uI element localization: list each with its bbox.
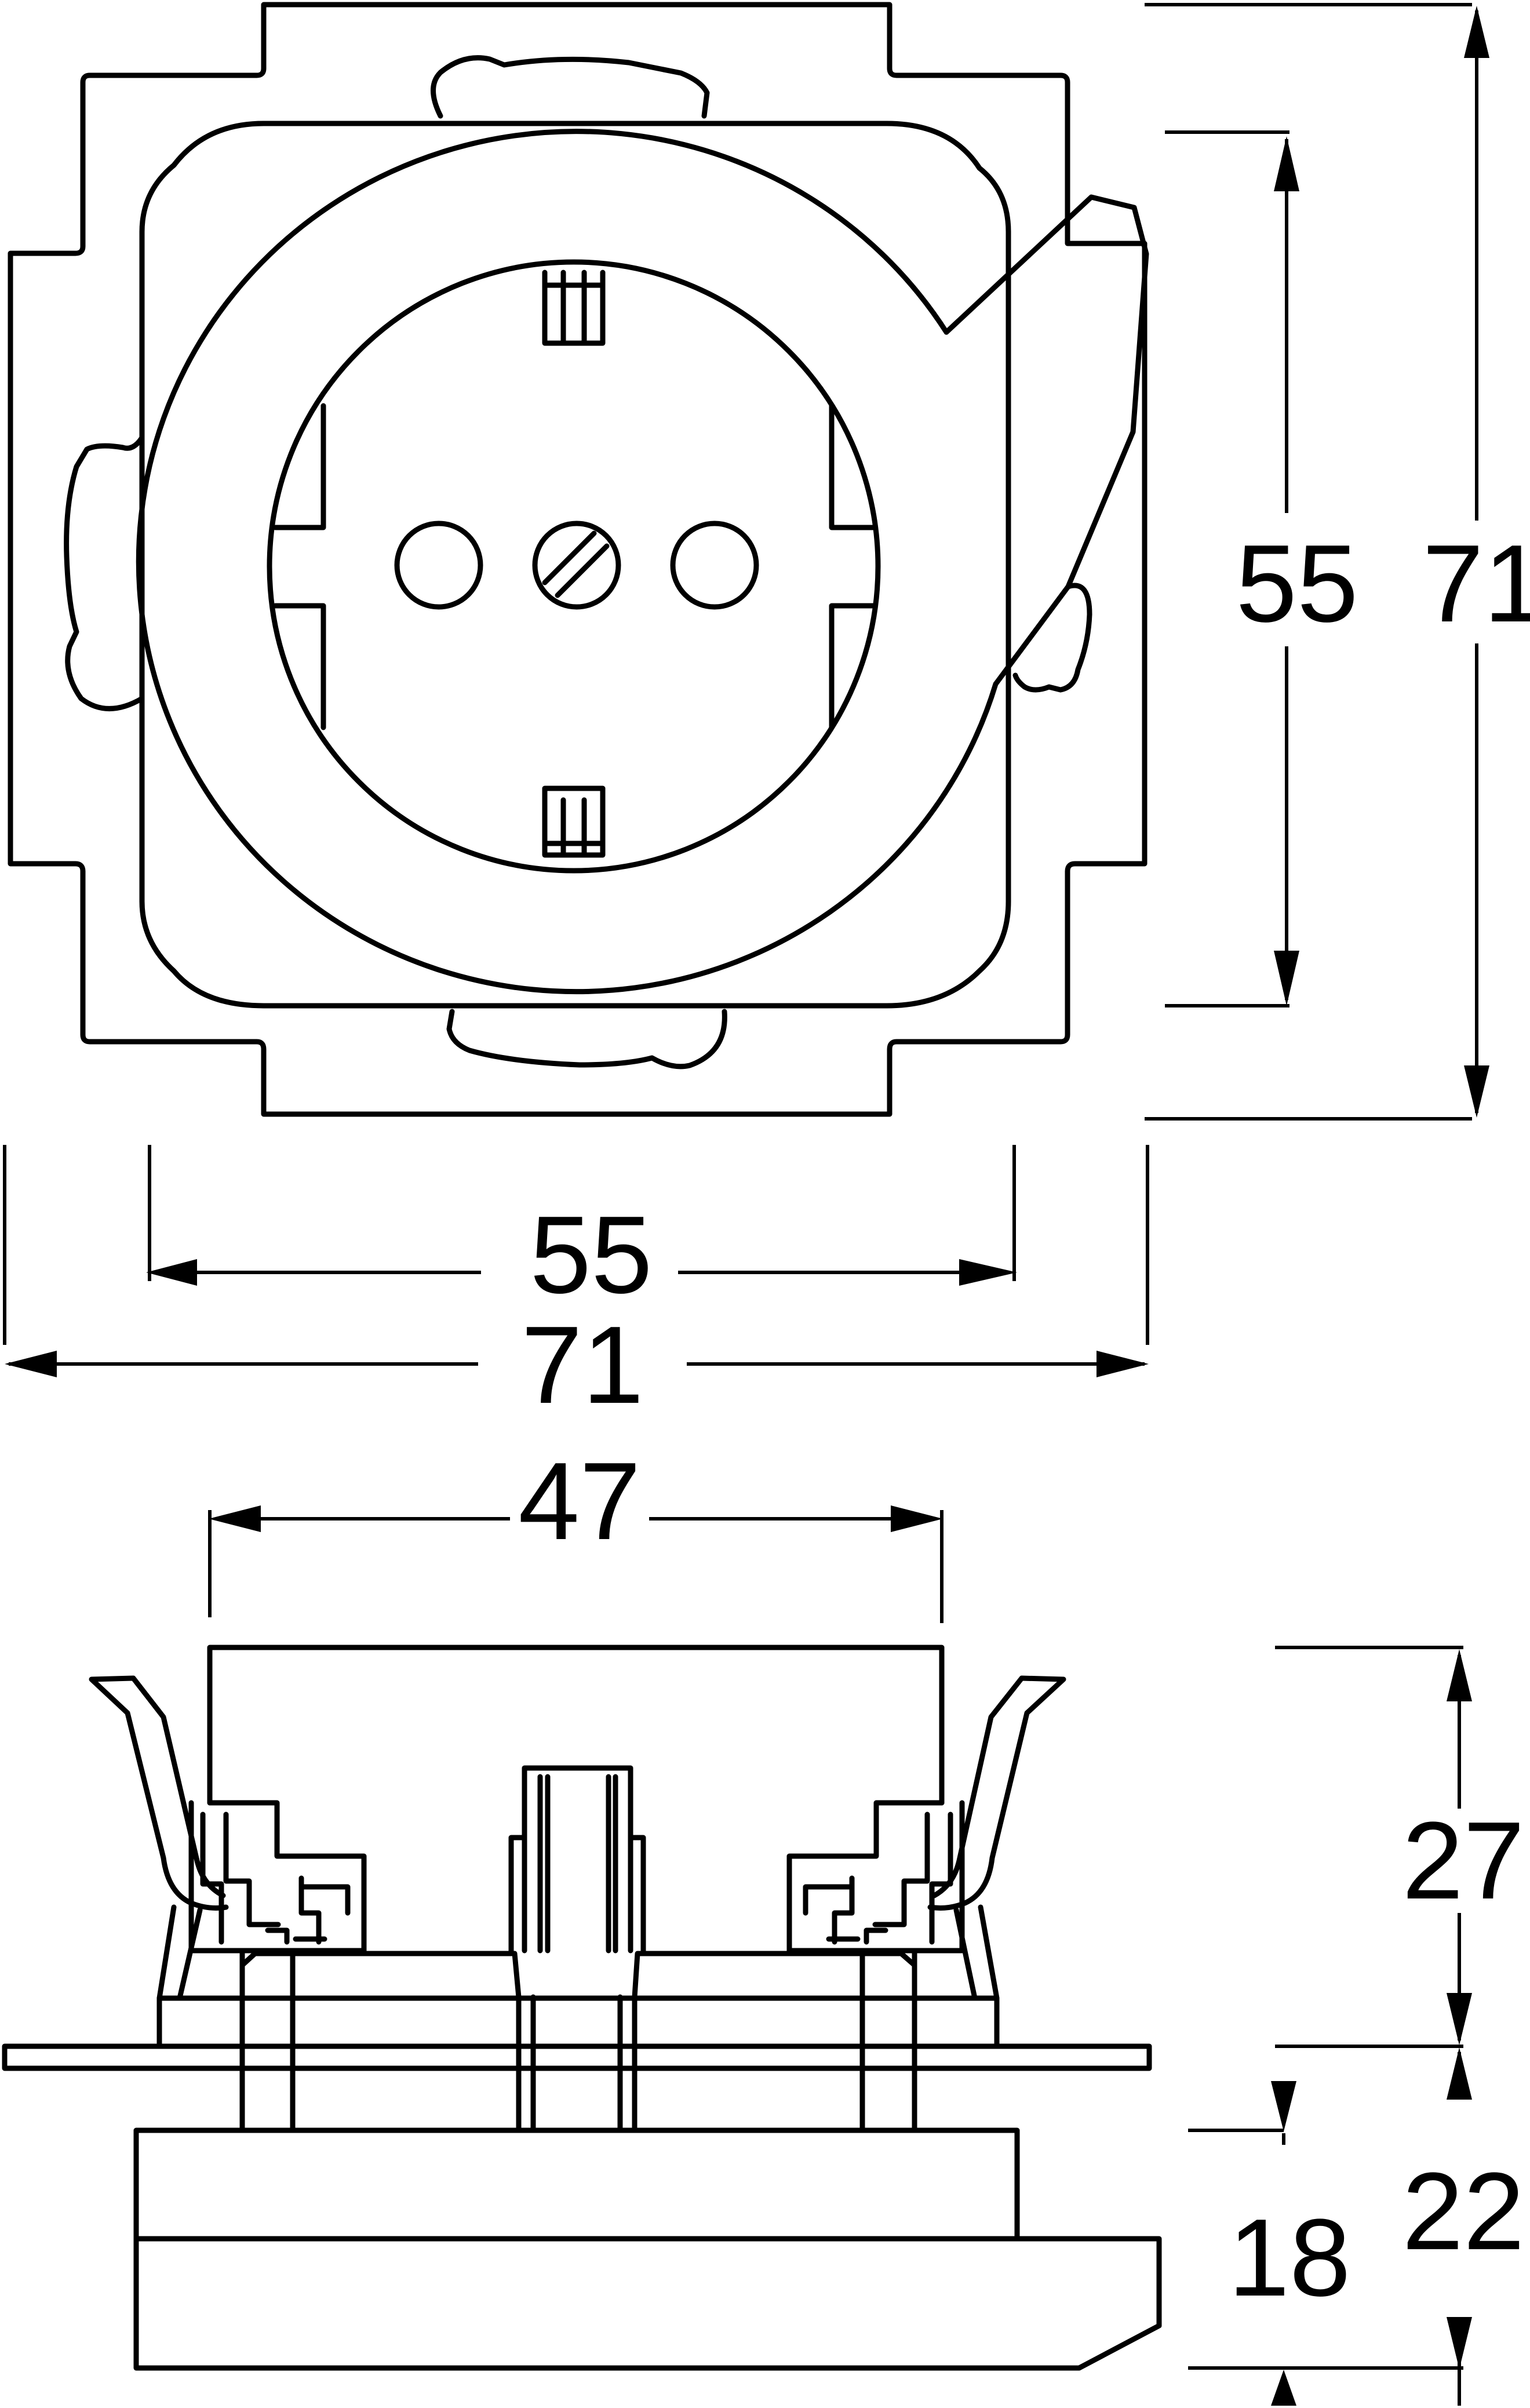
front-width-inner-label: 55 — [530, 1194, 652, 1316]
side-height-dimensions: 27 22 18 — [1188, 1646, 1525, 2406]
front-width-outer-label: 71 — [521, 1304, 643, 1427]
upper-chassis — [156, 1995, 1000, 2046]
mounting-plate — [2, 2043, 1152, 2071]
front-width-dimensions: 55 71 — [3, 1145, 1149, 1427]
screw-slot — [542, 530, 610, 598]
right-pin-hole — [670, 521, 759, 610]
left-spring-claw — [89, 1675, 229, 1911]
right-claw-leg — [953, 1904, 1000, 2001]
cover-plate-outline — [139, 121, 1011, 1009]
front-height-outer-label: 71 — [1422, 522, 1530, 645]
front-height-inner-label: 55 — [1236, 522, 1358, 645]
right-spring-claw — [927, 1675, 1066, 1911]
left-earth-contact — [272, 403, 326, 730]
bottom-earth-clip — [542, 785, 606, 858]
mounting-frame-outline — [8, 2, 1148, 1117]
left-pin-hole — [394, 521, 483, 610]
hinge-bracket — [1012, 583, 1092, 693]
top-clip-tab — [431, 55, 710, 119]
socket-cap — [207, 1645, 945, 1806]
side-depth-total-label: 22 — [1402, 2150, 1524, 2273]
cover-ring — [136, 129, 999, 995]
socket-body — [133, 2127, 1162, 2371]
side-depth-body-label: 18 — [1228, 2196, 1350, 2319]
front-view — [8, 2, 1149, 1117]
front-height-dimensions: 55 71 — [1145, 3, 1530, 1121]
centre-screw — [532, 521, 621, 610]
side-height-upper-label: 27 — [1402, 1799, 1524, 1922]
centre-post — [522, 1765, 633, 1954]
left-claw-leg — [156, 1904, 203, 2001]
left-clip-tab — [64, 435, 145, 711]
bottom-clip-tab — [446, 1009, 727, 1070]
right-earth-contact — [829, 403, 878, 730]
side-width-label: 47 — [518, 1440, 640, 1563]
hinged-lid — [944, 194, 1149, 687]
side-view — [2, 1645, 1162, 2371]
top-earth-clip — [542, 270, 606, 346]
left-terminal-block — [188, 1800, 367, 1954]
side-width-dimension: 47 — [208, 1440, 944, 1623]
right-terminal-block — [786, 1800, 965, 1954]
socket-face — [267, 259, 881, 874]
